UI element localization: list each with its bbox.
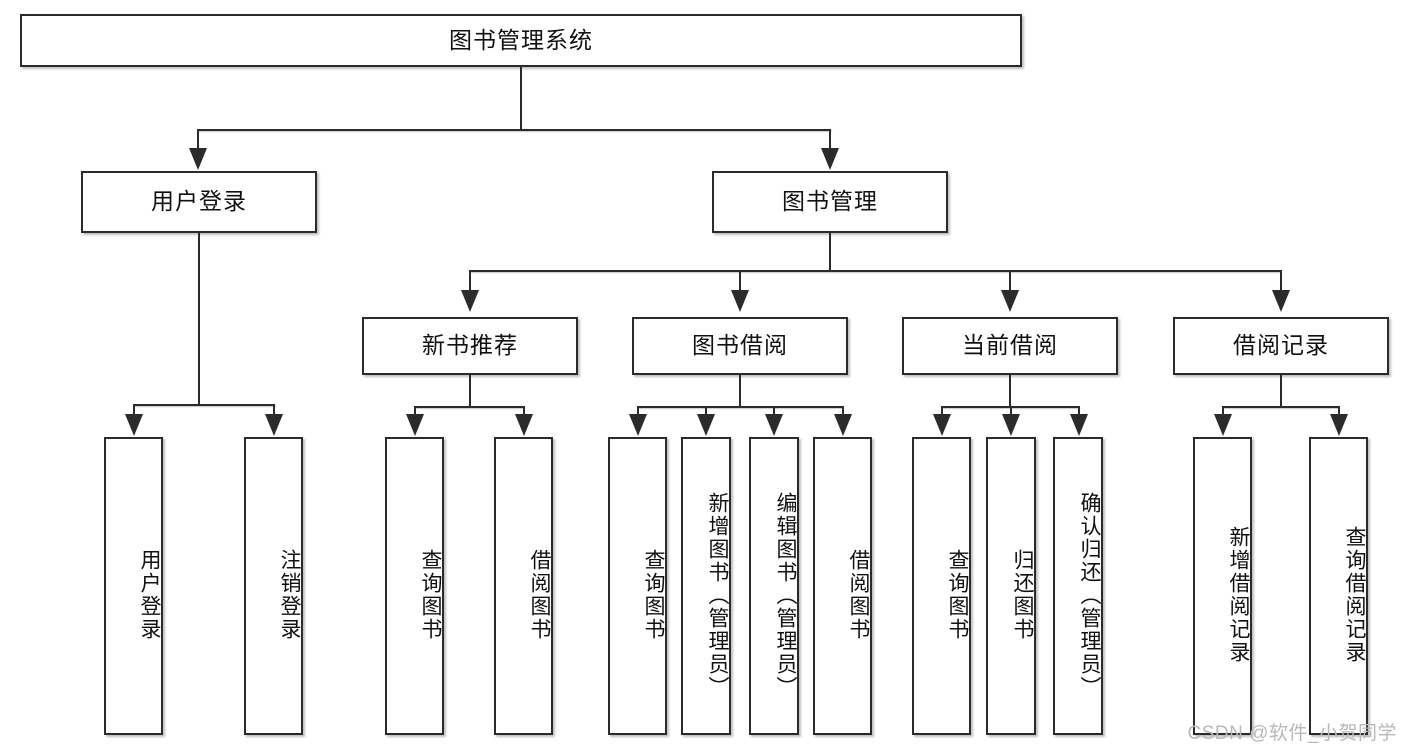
arrowhead-leaf-user-login-1 [125,414,143,436]
connector-drop-borrow-book [739,270,741,292]
node-leaf-edit-book-admin[interactable]: 编辑图书（管理员） [749,437,799,735]
connector-drop-current-borrow [1009,270,1011,292]
node-label: 用户登录 [151,188,247,215]
arrowhead-leaf-book-borrow-4 [834,414,852,436]
connector-new-book-stem [469,375,471,407]
connector-drop-leaf-user-login-2 [273,404,275,416]
node-label: 确认归还（管理员） [1078,491,1101,699]
node-root-book-management-system[interactable]: 图书管理系统 [20,14,1022,67]
node-user-login[interactable]: 用户登录 [81,171,317,233]
node-leaf-query-book-borrow[interactable]: 查询图书 [608,437,667,735]
node-leaf-query-book-current[interactable]: 查询图书 [912,437,971,735]
arrowhead-borrow-record [1272,290,1290,312]
connector-user-login-bus [133,404,275,406]
node-label: 借阅图书 [528,549,551,641]
connector-drop-leaf-book-borrow-2 [705,406,707,416]
connector-drop-leaf-borrow-record-2 [1338,406,1340,416]
connector-book-management-stem [829,233,831,271]
connector-drop-new-book [469,270,471,292]
arrowhead-book-management [821,148,839,170]
node-label: 图书管理系统 [449,26,593,53]
node-leaf-borrow-book-new[interactable]: 借阅图书 [494,437,553,735]
arrowhead-leaf-borrow-record-1 [1214,414,1232,436]
node-label: 新书推荐 [422,332,518,359]
connector-book-borrow-bus [637,406,843,408]
node-label: 用户登录 [138,549,161,641]
node-label: 当前借阅 [962,332,1058,359]
node-label: 新增借阅记录 [1227,526,1250,664]
arrowhead-leaf-current-borrow-2 [1002,414,1020,436]
node-label: 借阅图书 [847,549,870,641]
node-new-book-recommend[interactable]: 新书推荐 [362,317,578,375]
node-leaf-user-login[interactable]: 用户登录 [104,437,163,735]
connector-new-book-bus [414,406,524,408]
node-leaf-borrow-book[interactable]: 借阅图书 [813,437,872,735]
arrowhead-leaf-book-borrow-3 [765,414,783,436]
connector-drop-leaf-user-login-1 [133,404,135,416]
connector-drop-leaf-book-borrow-3 [773,406,775,416]
arrowhead-leaf-new-book-2 [515,414,533,436]
node-leaf-query-borrow-record[interactable]: 查询借阅记录 [1309,437,1368,735]
arrowhead-leaf-borrow-record-2 [1330,414,1348,436]
connector-drop-leaf-borrow-record-1 [1222,406,1224,416]
arrowhead-leaf-current-borrow-1 [933,414,951,436]
connector-root-stem [520,67,522,130]
connector-drop-leaf-new-book-1 [414,406,416,416]
connector-drop-leaf-new-book-2 [523,406,525,416]
arrowhead-borrow-book [731,290,749,312]
connector-drop-leaf-current-borrow-3 [1078,406,1080,416]
node-leaf-add-book-admin[interactable]: 新增图书（管理员） [681,437,731,735]
arrowhead-leaf-user-login-2 [265,414,283,436]
arrowhead-current-borrow [1001,290,1019,312]
connector-user-login-stem [198,233,200,405]
node-label: 查询图书 [419,549,442,641]
node-leaf-logout[interactable]: 注销登录 [244,437,303,735]
connector-current-borrow-stem [1009,375,1011,407]
node-current-borrow[interactable]: 当前借阅 [902,317,1118,375]
connector-level3-bus [469,270,1281,272]
connector-borrow-record-bus [1222,406,1339,408]
connector-level2-bus [197,129,831,131]
arrowhead-leaf-new-book-1 [406,414,424,436]
connector-drop-leaf-current-borrow-1 [941,406,943,416]
node-leaf-query-book-new[interactable]: 查询图书 [385,437,444,735]
connector-drop-leaf-book-borrow-4 [842,406,844,416]
arrowhead-leaf-book-borrow-2 [697,414,715,436]
node-label: 借阅记录 [1233,332,1329,359]
node-label: 图书管理 [782,188,878,215]
arrowhead-leaf-current-borrow-3 [1070,414,1088,436]
node-borrow-record[interactable]: 借阅记录 [1173,317,1389,375]
arrowhead-new-book [461,290,479,312]
node-leaf-add-borrow-record[interactable]: 新增借阅记录 [1193,437,1252,735]
arrowhead-leaf-book-borrow-1 [629,414,647,436]
node-label: 编辑图书（管理员） [774,491,797,699]
node-label: 查询图书 [642,549,665,641]
node-book-management[interactable]: 图书管理 [712,171,948,233]
node-label: 查询借阅记录 [1343,526,1366,664]
node-label: 图书借阅 [692,332,788,359]
node-leaf-return-book[interactable]: 归还图书 [986,437,1036,735]
connector-drop-book-management [829,129,831,150]
node-label: 查询图书 [946,549,969,641]
node-book-borrow[interactable]: 图书借阅 [632,317,848,375]
connector-book-borrow-stem [739,375,741,407]
node-label: 新增图书（管理员） [706,491,729,699]
node-label: 归还图书 [1011,549,1034,641]
node-label: 注销登录 [278,549,301,641]
connector-drop-leaf-book-borrow-1 [637,406,639,416]
connector-drop-leaf-current-borrow-2 [1010,406,1012,416]
node-leaf-confirm-return-admin[interactable]: 确认归还（管理员） [1053,437,1103,735]
connector-drop-user-login [197,129,199,150]
connector-borrow-record-stem [1280,375,1282,407]
arrowhead-user-login [189,148,207,170]
connector-drop-borrow-record [1280,270,1282,292]
